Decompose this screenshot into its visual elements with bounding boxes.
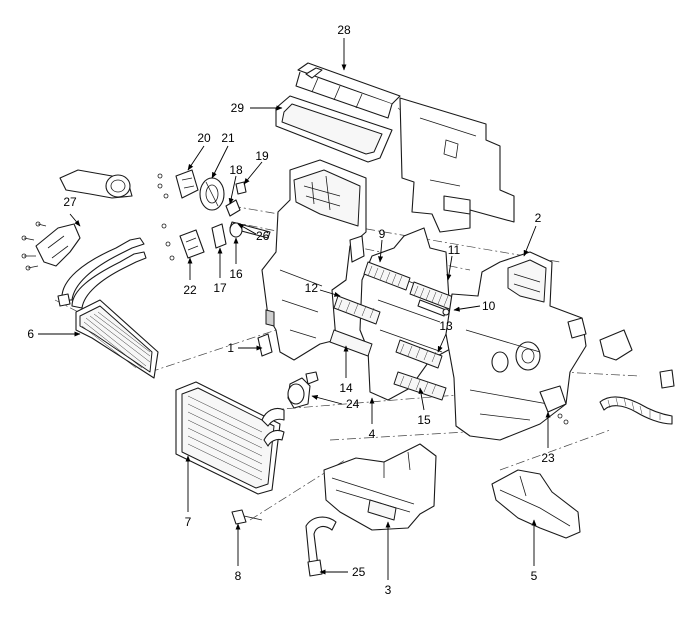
part-13-door [395,339,443,369]
part-28-seal-frame [295,62,401,119]
callout-7: 7 [185,515,192,529]
leader-12 [319,289,341,297]
callout-27: 27 [63,195,77,209]
leader-13 [437,333,447,353]
leader-26 [237,223,257,235]
leader-10 [453,305,481,312]
leader-27 [69,213,81,227]
callout-3: 3 [385,583,392,597]
callout-26: 26 [256,229,270,243]
callout-9: 9 [379,227,386,241]
callout-25: 25 [352,565,366,579]
callout-16: 16 [229,267,243,281]
callout-2: 2 [535,211,542,225]
leader-19 [243,161,263,185]
callout-8: 8 [235,569,242,583]
callout-28: 28 [337,23,351,37]
leader-24 [311,395,343,405]
leader-2 [523,225,537,257]
part-2-right-case [445,251,587,441]
part-27-bracket [21,169,133,271]
callout-4: 4 [369,427,376,441]
part-14-door [329,329,373,357]
callout-20: 20 [197,131,211,145]
callout-6: 6 [27,327,34,341]
part-9-door [363,261,411,291]
leader-9 [378,239,384,263]
part-19-clip [235,181,247,195]
callout-labels: 28 29 20 21 18 19 26 16 17 22 27 6 1 12 … [27,23,555,597]
leader-21 [211,145,229,179]
callout-14: 14 [339,381,353,395]
part-12-door [333,295,381,325]
leader-11 [446,255,453,281]
callout-29: 29 [231,101,245,115]
part-17-link [211,223,227,249]
wiring-harness [599,329,675,425]
part-1-left-case [257,159,367,361]
leader-20 [187,145,205,171]
part-6-heater-core [57,237,159,379]
callout-15: 15 [417,413,431,427]
part-5-duct [491,469,581,539]
part-20-mode-actuator [157,169,199,199]
foam-seal-panel [399,97,515,233]
callout-21: 21 [221,131,235,145]
part-7-evaporator-core [175,381,285,495]
part-25-drain-hose [305,516,337,577]
callout-13: 13 [439,319,453,333]
callout-11: 11 [448,243,461,257]
part-22-temp-actuator [161,223,205,261]
callout-22: 22 [183,283,197,297]
callout-24: 24 [346,397,360,411]
callout-5: 5 [531,569,538,583]
part-24-expansion-valve [287,371,319,409]
part-3-lower-case [323,443,437,531]
part-29-seal-ring [275,95,393,163]
callout-1: 1 [227,341,234,355]
callout-17: 17 [213,281,227,295]
callout-18: 18 [229,163,243,177]
leader-18 [228,175,237,205]
part-18-lever [225,199,241,217]
callout-19: 19 [255,149,269,163]
part-15-door [393,371,447,401]
leader-15 [418,387,425,411]
part-8-bolt [231,509,263,525]
callout-10: 10 [482,299,496,313]
callout-12: 12 [305,281,319,295]
part-21-link-lever [199,177,225,211]
leader-lines [38,38,551,580]
part-23-sensor [539,385,569,425]
callout-23: 23 [541,451,555,465]
